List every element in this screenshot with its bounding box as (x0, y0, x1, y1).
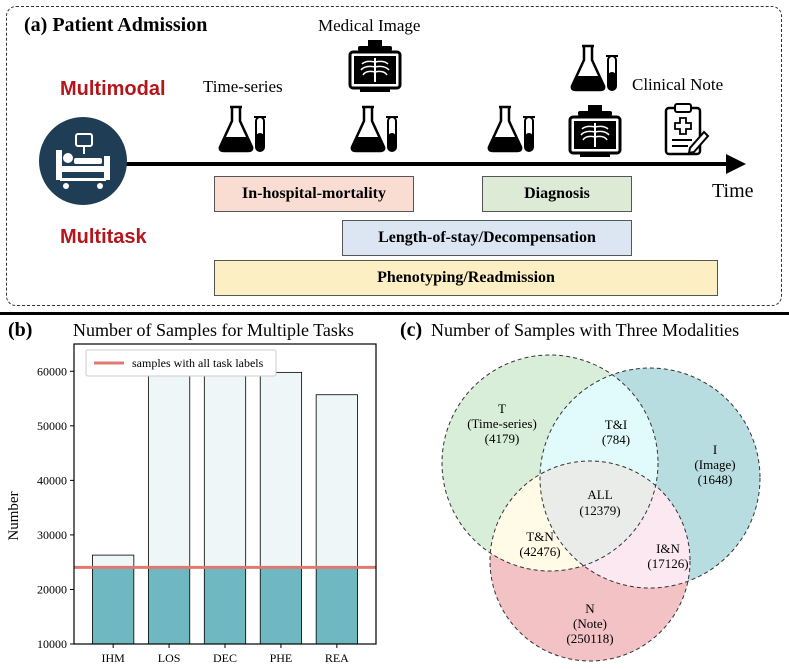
venn-n-count: (250118) (566, 631, 613, 646)
venn-n-sublabel: (Note) (573, 616, 607, 631)
bar-dec-all-labels (203, 566, 247, 645)
multimodal-label: Multimodal (60, 78, 166, 100)
bar-phe (259, 371, 303, 568)
venn-ti-count: (784) (602, 432, 630, 447)
venn-all-label: ALL (587, 487, 612, 502)
venn-ti-label: T&I (605, 417, 627, 432)
task-phenotyping-readmission: Phenotyping/Readmission (214, 260, 718, 296)
time-axis-label: Time (712, 180, 754, 202)
venn-i-label: I (713, 442, 717, 457)
venn-i-sublabel: (Image) (694, 457, 735, 472)
bar-ihm-all-labels (92, 566, 135, 645)
x-tick-label: REA (325, 651, 349, 665)
venn-in-count: (17126) (647, 556, 688, 571)
lab-flask-icon (218, 105, 266, 153)
modality-venn-diagram: T (Time-series) (4179) T&I (784) I (Imag… (441, 354, 761, 662)
x-tick-label: LOS (158, 651, 181, 665)
venn-i-count: (1648) (698, 472, 733, 487)
venn-tn-label: T&N (526, 529, 554, 544)
clinical-note-icon (664, 103, 710, 156)
y-tick-label: 60000 (37, 364, 67, 378)
x-tick-label: IHM (101, 651, 125, 665)
panel-c-label: (c) (400, 319, 423, 341)
venn-t-count: (4179) (485, 431, 520, 446)
bar-ihm (92, 554, 135, 568)
bar-rea (315, 394, 358, 568)
time-series-label: Time-series (203, 77, 283, 96)
bar-los-all-labels (147, 566, 191, 645)
task-length-of-stay-decompensation: Length-of-stay/Decompensation (342, 220, 632, 256)
task-in-hospital-mortality: In-hospital-mortality (214, 176, 414, 212)
panel-c-title: Number of Samples with Three Modalities (431, 320, 740, 340)
lab-flask-icon (487, 105, 535, 153)
y-tick-label: 30000 (37, 528, 67, 542)
timeline-arrow (120, 154, 746, 174)
xray-image-icon (348, 40, 402, 92)
panel-a-title: (a) Patient Admission (24, 14, 208, 36)
patient-admission-panel (6, 6, 782, 306)
multitask-label: Multitask (60, 226, 147, 248)
section-divider (0, 312, 789, 315)
venn-t-sublabel: (Time-series) (467, 416, 537, 431)
lab-flask-icon (570, 44, 618, 92)
lab-flask-icon (350, 105, 398, 153)
venn-t-label: T (498, 401, 506, 416)
panel-b-label: (b) (8, 319, 33, 341)
chart-legend: samples with all task labels (85, 349, 277, 377)
venn-in-label: I&N (656, 541, 680, 556)
patient-bed-icon (39, 117, 127, 205)
legend-label: samples with all task labels (132, 356, 264, 370)
bar-rea-all-labels (315, 566, 358, 645)
venn-all-count: (12379) (579, 503, 620, 518)
medical-image-label: Medical Image (318, 16, 421, 35)
y-tick-label: 50000 (37, 419, 67, 433)
y-tick-label: 40000 (37, 473, 67, 487)
y-tick-label: 10000 (37, 637, 67, 651)
y-tick-label: 20000 (37, 582, 67, 596)
clinical-note-label: Clinical Note (632, 75, 724, 94)
x-tick-label: PHE (270, 651, 293, 665)
panel-b-title: Number of Samples for Multiple Tasks (73, 320, 354, 340)
bar-los (147, 373, 191, 568)
venn-n-label: N (585, 601, 595, 616)
venn-region-all (540, 461, 658, 571)
xray-image-icon (568, 105, 622, 157)
samples-per-task-bar-chart: Number 10000 20000 30000 40000 50000 60000 IH… (6, 343, 377, 665)
bar-phe-all-labels (259, 566, 303, 645)
y-axis-label: Number (6, 491, 22, 540)
venn-tn-count: (42476) (519, 544, 560, 559)
bar-dec (203, 374, 247, 568)
x-tick-label: DEC (213, 651, 237, 665)
task-diagnosis: Diagnosis (482, 176, 632, 212)
